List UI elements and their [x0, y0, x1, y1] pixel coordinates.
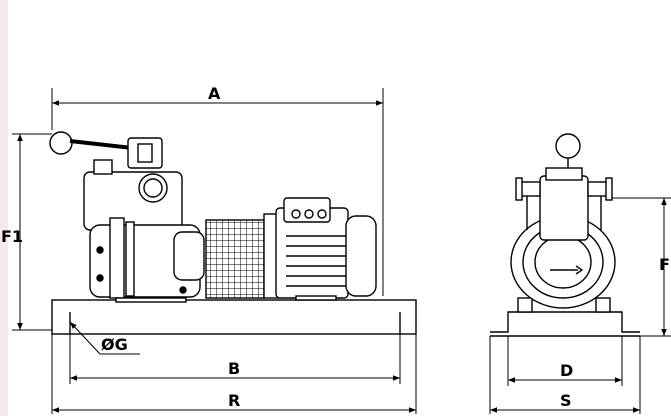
pump-body: [83, 159, 205, 303]
dimension-OG: [69, 321, 140, 355]
motor: [263, 197, 377, 301]
label-OG: ØG: [101, 335, 128, 354]
label-B: B: [228, 359, 240, 378]
dimension-R: [51, 334, 417, 414]
dimension-S: [489, 336, 641, 414]
dimension-F1: [12, 133, 52, 331]
side-view: [49, 131, 417, 335]
label-A: A: [208, 84, 221, 103]
label-R: R: [228, 391, 240, 410]
label-S: S: [560, 391, 572, 410]
dimension-B: [69, 334, 401, 384]
label-F1: F1: [1, 227, 23, 246]
pump-handle: [49, 131, 163, 169]
dimension-A: [51, 88, 384, 296]
label-F: F: [659, 255, 670, 274]
coupling-guard: [205, 219, 265, 299]
dimension-F: [612, 197, 671, 337]
left-margin-strip: [0, 0, 8, 416]
dimension-D: [507, 336, 623, 386]
base-plate: [51, 299, 417, 335]
label-D: D: [560, 361, 573, 380]
front-view: [490, 133, 640, 337]
